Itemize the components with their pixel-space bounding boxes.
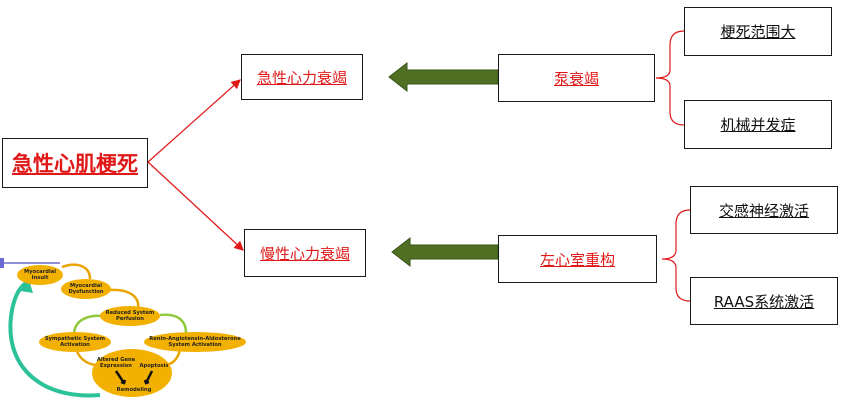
root-node: 急性心肌梗死 [2,138,148,188]
node-myocardial-dysfunction-line1: Myocardial [70,283,102,289]
remodel-to-chronic-arrow [391,236,499,268]
lv-remodeling-label: 左心室重构 [539,250,615,269]
raas-node: RAAS系统激活 [690,277,838,325]
node-apoptosis-label: Apoptosis [139,363,168,369]
lv-remodeling-node: 左心室重构 [498,235,657,283]
node-myocardial-dysfunction-line2: Dysfunction [68,289,103,295]
node-raas-line2: System Activation [168,342,221,348]
node-sympathetic-line1: Sympathetic System [45,336,105,342]
root-to-acute-connector [147,79,241,163]
root-to-chronic-connector [147,161,244,251]
node-myocardial-insult-line2: Insult [32,275,49,281]
mechanical-node: 机械并发症 [684,100,832,149]
node-myocardial-insult [17,265,63,285]
chronic-hf-label: 慢性心力衰竭 [259,244,350,263]
node-raas [144,332,246,352]
node-myocardial-dysfunction [61,279,111,299]
node-remodeling [92,349,172,397]
apoptosis-down-arrow [143,370,154,385]
sympathetic-node: 交感神经激活 [690,186,838,234]
pump-brace [655,30,685,126]
acute-hf-node: 急性心力衰竭 [241,54,363,100]
pump-to-acute-arrow [388,61,499,93]
node-sympathetic [39,332,111,352]
node-gene-line1: Altered Gene [97,357,136,363]
node-reduced-perfusion-line2: Perfusion [116,316,144,322]
node-myocardial-insult-line1: Myocardial [24,269,56,275]
sympathetic-label: 交感神经激活 [718,201,809,220]
node-raas-line1: Renin-Angiotensin-Aldosterone [149,336,241,342]
feedback-loop-arrow [8,281,101,398]
chronic-hf-node: 慢性心力衰竭 [244,229,366,277]
node-reduced-perfusion [100,306,160,326]
figure-marker [0,258,4,268]
node-reduced-perfusion-line1: Reduced System [106,310,155,316]
raas-label: RAAS系统激活 [713,292,815,311]
root-label: 急性心肌梗死 [12,152,138,176]
feedback-loop-arrowhead [20,277,33,293]
remodel-brace [661,209,691,302]
mechanical-label: 机械并发症 [720,116,796,134]
node-gene-line2: Expression [100,363,132,369]
acute-hf-label: 急性心力衰竭 [256,68,347,87]
pump-failure-label: 泵衰竭 [553,69,599,88]
infarct-large-node: 梗死范围大 [684,7,832,56]
remodeling-cycle-figure: Myocardial Insult Myocardial Dysfunction… [0,258,246,398]
pump-failure-node: 泵衰竭 [498,54,655,102]
node-sympathetic-line2: Activation [60,342,90,348]
gene-down-arrow [114,370,127,385]
infarct-large-label: 梗死范围大 [720,23,796,41]
node-remodeling-label: Remodeling [117,387,152,393]
